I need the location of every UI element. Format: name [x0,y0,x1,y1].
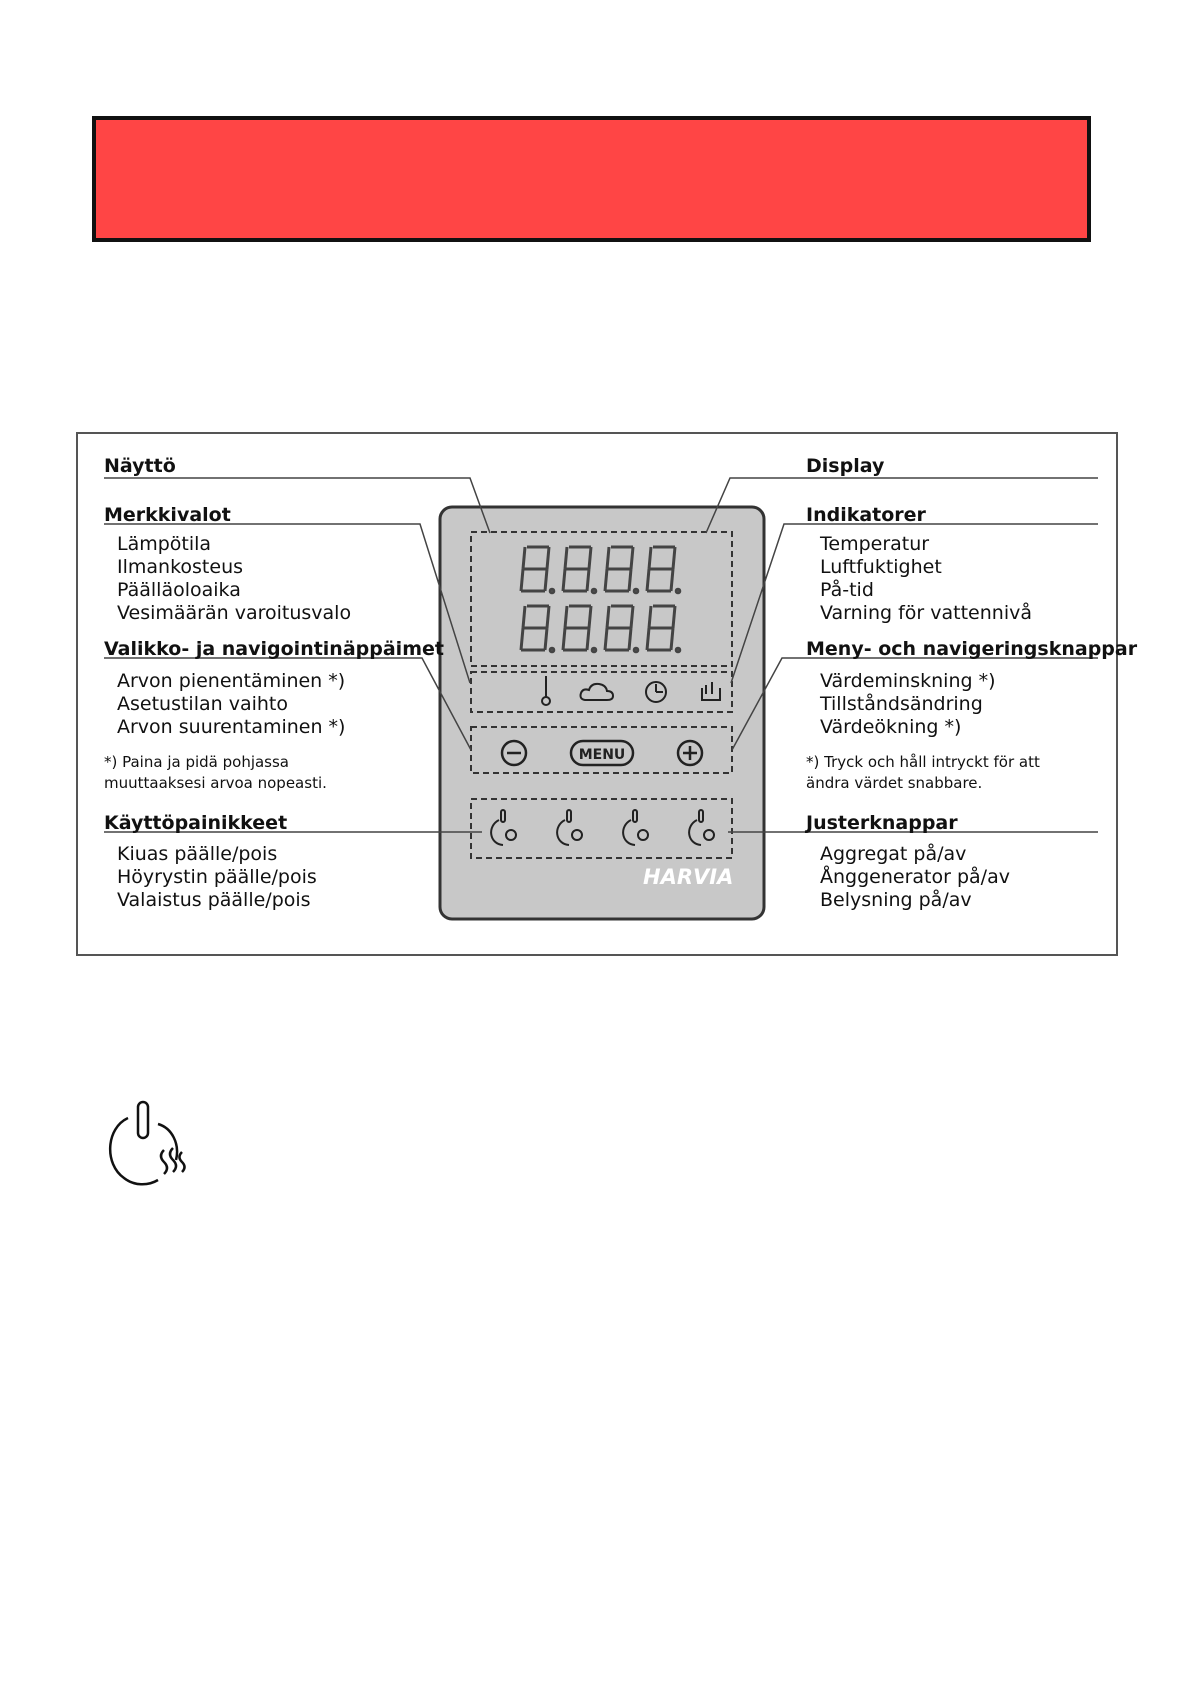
menu-button[interactable]: MENU [569,739,635,767]
digit [645,604,682,654]
leader-lines [104,477,1098,833]
digit [519,604,556,654]
digit [603,604,640,654]
water-level-icon [701,682,721,701]
item-indicator-sv: Luftfuktighet [820,556,942,578]
item-indicator-sv: På-tid [820,579,874,601]
red-banner [92,116,1091,242]
note-sv-line2: ändra värdet snabbare. [806,774,983,792]
minus-button[interactable] [500,739,528,767]
label-display-fi: Näyttö [104,455,176,477]
aux-power-icon[interactable] [688,809,715,846]
heater-power-large-icon [109,1100,186,1186]
item-menu-sv: Värdeminskning *) [820,670,996,692]
figure-frame [76,432,1118,956]
item-operating-sv: Belysning på/av [820,889,972,911]
item-indicator-fi: Lämpötila [117,533,212,555]
cloud-icon [579,682,615,701]
item-indicator-sv: Varning för vattennivå [820,602,1032,624]
note-fi-line1: *) Paina ja pidä pohjassa [104,753,290,771]
digit [561,545,598,595]
item-indicator-sv: Temperatur [820,533,930,555]
indicator-area [470,671,733,713]
menu-button-label: MENU [579,747,626,763]
label-operating-fi: Käyttöpainikkeet [104,812,288,834]
heater-power-icon[interactable] [490,809,517,846]
display-area [470,531,733,667]
item-operating-fi: Höyrystin päälle/pois [117,866,317,888]
clock-icon [645,681,667,703]
note-fi-line2: muuttaaksesi arvoa nopeasti. [104,774,327,792]
label-menu-fi: Valikko- ja navigointinäppäimet [104,638,444,660]
item-indicator-fi: Ilmankosteus [117,556,244,578]
plus-button[interactable] [676,739,704,767]
operating-area [470,798,733,859]
label-display-sv: Display [806,455,885,477]
item-indicator-fi: Päälläoloaika [117,579,241,601]
label-indicators-sv: Indikatorer [806,504,926,526]
label-menu-sv: Meny- och navigeringsknappar [806,638,1138,660]
item-operating-sv: Ånggenerator på/av [820,866,1010,888]
digit [519,545,556,595]
digit [645,545,682,595]
item-menu-fi: Arvon suurentaminen *) [117,716,346,738]
light-power-icon[interactable] [622,809,649,846]
item-menu-sv: Värdeökning *) [820,716,962,738]
item-indicator-fi: Vesimäärän varoitusvalo [117,602,352,624]
item-menu-fi: Asetustilan vaihto [117,693,288,715]
thermometer-icon [541,676,551,706]
item-menu-sv: Tillståndsändring [820,693,983,715]
seven-segment-display [519,545,682,654]
item-operating-sv: Aggregat på/av [820,843,967,865]
steamer-power-icon[interactable] [556,809,583,846]
digit [603,545,640,595]
digit [561,604,598,654]
brand-logo: HARVIA [643,865,733,889]
label-operating-sv: Justerknappar [806,812,958,834]
item-operating-fi: Kiuas päälle/pois [117,843,278,865]
item-menu-fi: Arvon pienentäminen *) [117,670,346,692]
label-indicators-fi: Merkkivalot [104,504,231,526]
note-sv-line1: *) Tryck och håll intryckt för att [806,753,1040,771]
item-operating-fi: Valaistus päälle/pois [117,889,311,911]
